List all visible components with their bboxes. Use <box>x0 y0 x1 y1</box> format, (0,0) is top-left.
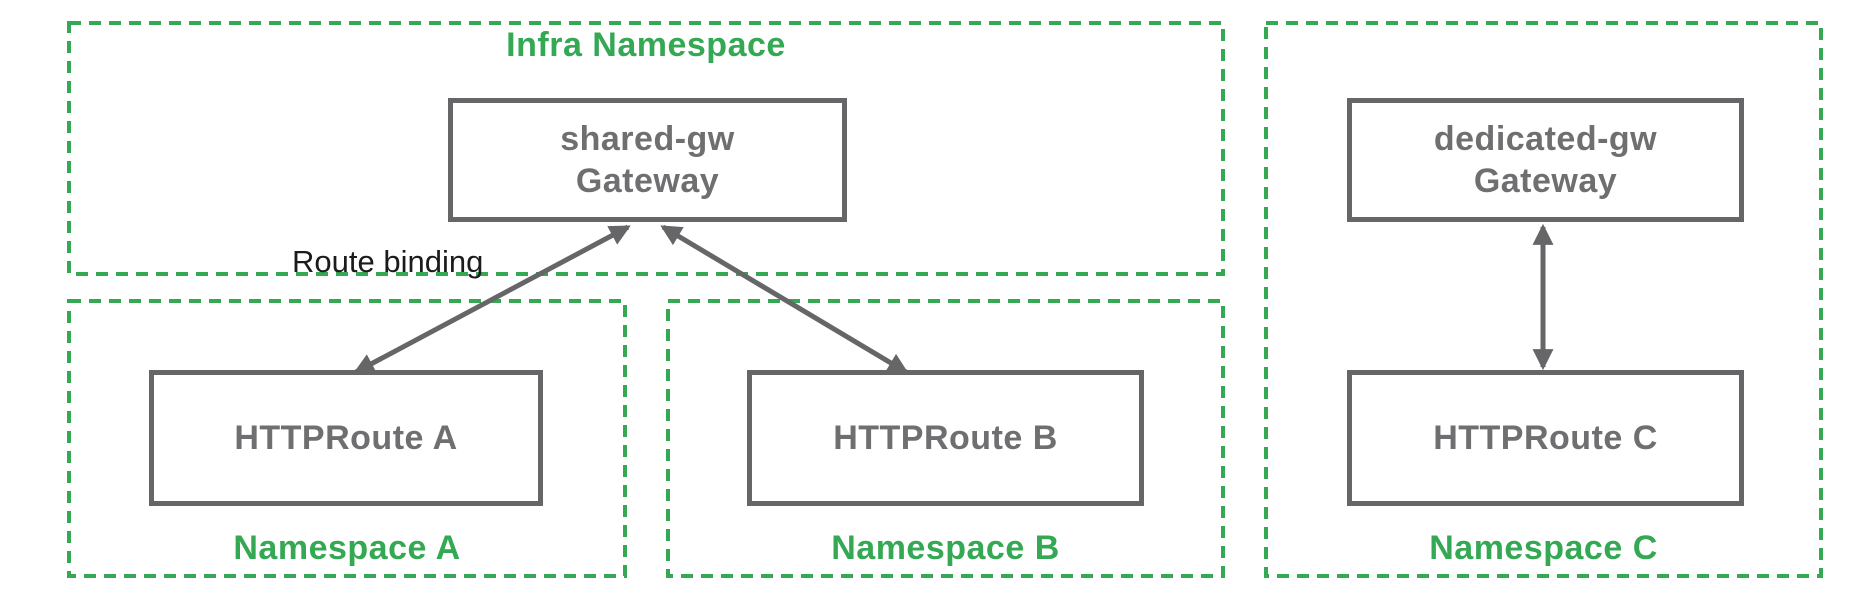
node-dedicated-gw-name: dedicated-gw <box>1433 120 1658 158</box>
node-httproute-c-label: HTTPRoute C <box>1433 419 1658 457</box>
node-httproute-b: HTTPRoute B <box>747 370 1144 506</box>
namespace-b-box <box>666 299 1225 578</box>
namespace-c-label: Namespace C <box>1429 529 1658 567</box>
namespace-infra-box <box>67 21 1225 276</box>
namespace-a-box <box>67 299 627 578</box>
node-dedicated-gw-kind: Gateway <box>1473 162 1618 200</box>
node-httproute-c: HTTPRoute C <box>1347 370 1744 506</box>
route-a-binding-arrow <box>353 224 631 375</box>
node-shared-gw-kind: Gateway <box>575 162 720 200</box>
namespace-infra-label: Infra Namespace <box>506 26 786 64</box>
node-shared-gw-gateway: shared-gw Gateway <box>448 98 847 222</box>
node-httproute-b-label: HTTPRoute B <box>833 419 1058 457</box>
namespace-c-box <box>1264 21 1823 578</box>
node-httproute-a: HTTPRoute A <box>149 370 543 506</box>
route-binding-annotation: Route binding <box>292 244 484 279</box>
route-b-binding-arrow <box>660 224 909 375</box>
node-httproute-a-label: HTTPRoute A <box>234 419 458 457</box>
namespace-b-label: Namespace B <box>831 529 1060 567</box>
node-shared-gw-name: shared-gw <box>560 120 735 158</box>
namespace-a-label: Namespace A <box>233 529 461 567</box>
node-dedicated-gw-gateway: dedicated-gw Gateway <box>1347 98 1744 222</box>
